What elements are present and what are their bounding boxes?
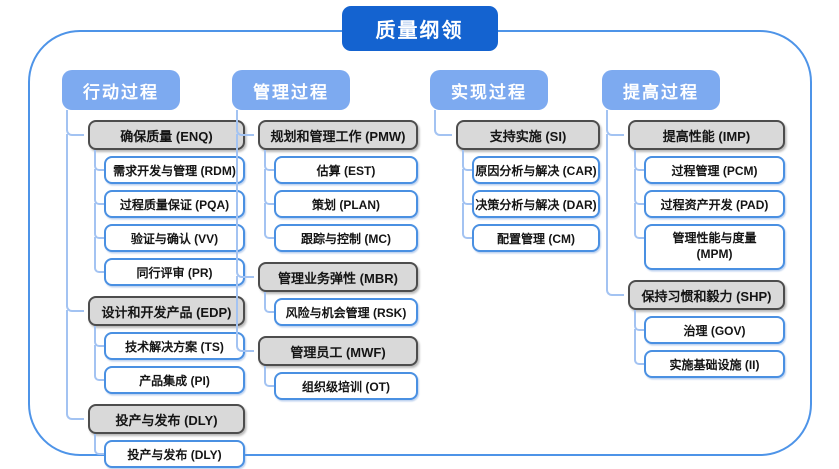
branches-implementation: 支持实施 (SI) 原因分析与解决 (CAR) 决策分析与解决 (DAR) 配置… [434, 110, 600, 252]
leaf-node-mc: 跟踪与控制 (MC) [274, 224, 418, 252]
diagram-title: 质量纲领 [341, 6, 498, 51]
leaf-node-vv: 验证与确认 (VV) [104, 224, 245, 252]
column-improvement-process: 提高过程 提高性能 (IMP) 过程管理 (PCM) 过程资产开发 (PAD) … [600, 70, 785, 378]
branches-improvement: 提高性能 (IMP) 过程管理 (PCM) 过程资产开发 (PAD) 管理性能与… [606, 110, 785, 378]
branches-management: 规划和管理工作 (PMW) 估算 (EST) 策划 (PLAN) 跟踪与控制 (… [236, 110, 418, 400]
leaf-node-dar: 决策分析与解决 (DAR) [472, 190, 600, 218]
leaf-node-ii: 实施基础设施 (II) [644, 350, 785, 378]
leaves-shp: 治理 (GOV) 实施基础设施 (II) [634, 310, 785, 378]
leaf-branch-pr: 同行评审 (PR) [94, 252, 245, 286]
leaf-branch-dar: 决策分析与解决 (DAR) [462, 184, 600, 218]
leaves-enq: 需求开发与管理 (RDM) 过程质量保证 (PQA) 验证与确认 (VV) 同行… [94, 150, 245, 286]
leaf-node-car: 原因分析与解决 (CAR) [472, 156, 600, 184]
group-node-pmw: 规划和管理工作 (PMW) [258, 120, 418, 150]
leaf-node-rsk: 风险与机会管理 (RSK) [274, 298, 418, 326]
leaf-node-cm: 配置管理 (CM) [472, 224, 600, 252]
leaf-node-gov: 治理 (GOV) [644, 316, 785, 344]
leaf-node-pcm: 过程管理 (PCM) [644, 156, 785, 184]
group-branch-imp: 提高性能 (IMP) 过程管理 (PCM) 过程资产开发 (PAD) 管理性能与… [606, 110, 785, 270]
leaf-branch-rdm: 需求开发与管理 (RDM) [94, 150, 245, 184]
leaves-mwf: 组织级培训 (OT) [264, 366, 418, 400]
group-branch-shp: 保持习惯和毅力 (SHP) 治理 (GOV) 实施基础设施 (II) [606, 270, 785, 378]
leaf-branch-ot: 组织级培训 (OT) [264, 366, 418, 400]
group-node-si: 支持实施 (SI) [456, 120, 600, 150]
leaf-node-pqa: 过程质量保证 (PQA) [104, 190, 245, 218]
column-action-process: 行动过程 确保质量 (ENQ) 需求开发与管理 (RDM) 过程质量保证 (PQ… [60, 70, 245, 468]
group-branch-si: 支持实施 (SI) 原因分析与解决 (CAR) 决策分析与解决 (DAR) 配置… [434, 110, 600, 252]
leaf-node-ts: 技术解决方案 (TS) [104, 332, 245, 360]
column-header-improvement: 提高过程 [602, 70, 720, 110]
leaf-node-dly: 投产与发布 (DLY) [104, 440, 245, 468]
leaf-branch-cm: 配置管理 (CM) [462, 218, 600, 252]
leaf-branch-car: 原因分析与解决 (CAR) [462, 150, 600, 184]
leaf-branch-pqa: 过程质量保证 (PQA) [94, 184, 245, 218]
leaf-node-plan: 策划 (PLAN) [274, 190, 418, 218]
group-node-edp: 设计和开发产品 (EDP) [88, 296, 245, 326]
leaf-node-ot: 组织级培训 (OT) [274, 372, 418, 400]
column-header-action: 行动过程 [62, 70, 180, 110]
leaves-edp: 技术解决方案 (TS) 产品集成 (PI) [94, 326, 245, 394]
leaves-mbr: 风险与机会管理 (RSK) [264, 292, 418, 326]
column-header-management: 管理过程 [232, 70, 350, 110]
leaf-branch-gov: 治理 (GOV) [634, 310, 785, 344]
leaf-branch-pad: 过程资产开发 (PAD) [634, 184, 785, 218]
leaf-branch-ii: 实施基础设施 (II) [634, 344, 785, 378]
group-node-mwf: 管理员工 (MWF) [258, 336, 418, 366]
leaf-node-mpm: 管理性能与度量 (MPM) [644, 224, 785, 270]
leaves-imp: 过程管理 (PCM) 过程资产开发 (PAD) 管理性能与度量 (MPM) [634, 150, 785, 270]
leaves-si: 原因分析与解决 (CAR) 决策分析与解决 (DAR) 配置管理 (CM) [462, 150, 600, 252]
column-header-implementation: 实现过程 [430, 70, 548, 110]
leaf-branch-pi: 产品集成 (PI) [94, 360, 245, 394]
leaf-branch-mpm: 管理性能与度量 (MPM) [634, 218, 785, 270]
leaf-branch-dly: 投产与发布 (DLY) [94, 434, 245, 468]
group-node-imp: 提高性能 (IMP) [628, 120, 785, 150]
group-node-shp: 保持习惯和毅力 (SHP) [628, 280, 785, 310]
leaves-dly: 投产与发布 (DLY) [94, 434, 245, 468]
leaf-branch-rsk: 风险与机会管理 (RSK) [264, 292, 418, 326]
group-branch-edp: 设计和开发产品 (EDP) 技术解决方案 (TS) 产品集成 (PI) [66, 286, 245, 394]
group-branch-pmw: 规划和管理工作 (PMW) 估算 (EST) 策划 (PLAN) 跟踪与控制 (… [236, 110, 418, 252]
group-node-dly: 投产与发布 (DLY) [88, 404, 245, 434]
leaf-node-est: 估算 (EST) [274, 156, 418, 184]
leaf-branch-est: 估算 (EST) [264, 150, 418, 184]
leaf-branch-mc: 跟踪与控制 (MC) [264, 218, 418, 252]
leaf-node-pad: 过程资产开发 (PAD) [644, 190, 785, 218]
leaves-pmw: 估算 (EST) 策划 (PLAN) 跟踪与控制 (MC) [264, 150, 418, 252]
group-branch-mwf: 管理员工 (MWF) 组织级培训 (OT) [236, 326, 418, 400]
branches-action: 确保质量 (ENQ) 需求开发与管理 (RDM) 过程质量保证 (PQA) 验证… [66, 110, 245, 468]
group-branch-mbr: 管理业务弹性 (MBR) 风险与机会管理 (RSK) [236, 252, 418, 326]
group-branch-enq: 确保质量 (ENQ) 需求开发与管理 (RDM) 过程质量保证 (PQA) 验证… [66, 110, 245, 286]
leaf-node-pi: 产品集成 (PI) [104, 366, 245, 394]
leaf-branch-plan: 策划 (PLAN) [264, 184, 418, 218]
group-branch-dly: 投产与发布 (DLY) 投产与发布 (DLY) [66, 394, 245, 468]
leaf-node-pr: 同行评审 (PR) [104, 258, 245, 286]
column-implementation-process: 实现过程 支持实施 (SI) 原因分析与解决 (CAR) 决策分析与解决 (DA… [428, 70, 600, 252]
column-management-process: 管理过程 规划和管理工作 (PMW) 估算 (EST) 策划 (PLAN) 跟踪… [230, 70, 418, 400]
group-node-enq: 确保质量 (ENQ) [88, 120, 245, 150]
leaf-branch-pcm: 过程管理 (PCM) [634, 150, 785, 184]
leaf-branch-vv: 验证与确认 (VV) [94, 218, 245, 252]
group-node-mbr: 管理业务弹性 (MBR) [258, 262, 418, 292]
leaf-branch-ts: 技术解决方案 (TS) [94, 326, 245, 360]
leaf-node-rdm: 需求开发与管理 (RDM) [104, 156, 245, 184]
